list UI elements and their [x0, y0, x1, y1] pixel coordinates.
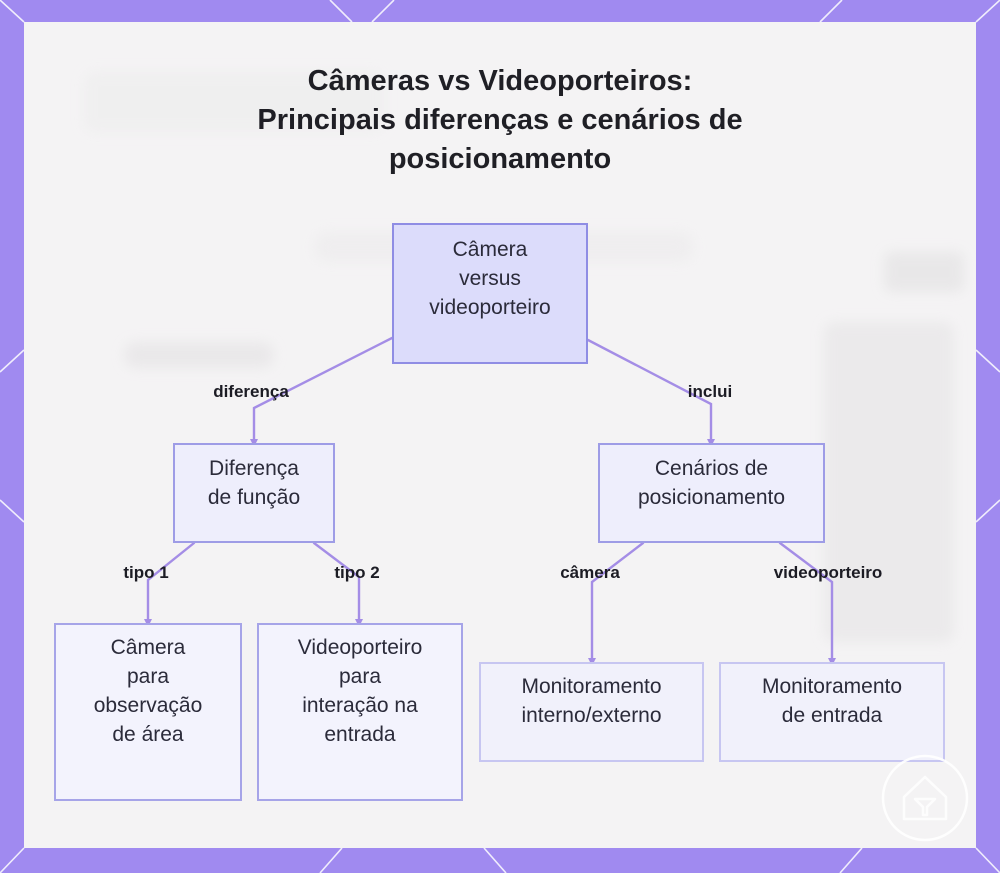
node-camera-para-observacao: Câmera para observação de área [54, 623, 242, 801]
node-line: interação na [302, 694, 418, 717]
edge-function-to-camera-observation [144, 541, 196, 627]
node-line: posicionamento [637, 486, 786, 509]
node-line: Câmera [452, 238, 528, 261]
title-line-3: posicionamento [388, 143, 612, 175]
edge-root-to-function-difference [250, 336, 394, 447]
node-line: videoporteiro [429, 296, 551, 319]
node-line: interno/externo [521, 704, 662, 727]
diagram-title: Câmeras vs Videoporteiros: Principais di… [150, 62, 850, 179]
node-line: Câmera [110, 636, 186, 659]
node-line: para [338, 665, 381, 688]
node-line: para [126, 665, 169, 688]
edge-label-inclui: inclui [687, 382, 733, 401]
edge-label-tipo-2: tipo 2 [334, 563, 380, 582]
node-camera-versus-videoporteiro: Câmera versus videoporteiro [392, 223, 588, 364]
node-line: entrada [324, 723, 396, 746]
node-monitoramento-de-entrada: Monitoramento de entrada [719, 662, 945, 762]
node-diferenca-de-funcao: Diferença de função [173, 443, 335, 543]
node-videoporteiro-para-interacao: Videoporteiro para interação na entrada [257, 623, 463, 801]
edge-scenarios-to-entrance [778, 541, 836, 666]
node-line: de área [112, 723, 184, 746]
node-monitoramento-interno-externo: Monitoramento interno/externo [479, 662, 704, 762]
node-cenarios-de-posicionamento: Cenários de posicionamento [598, 443, 825, 543]
edge-function-to-doorbell-interaction [312, 541, 363, 627]
node-line: Cenários de [654, 457, 769, 480]
edge-label-tipo-1: tipo 1 [123, 563, 169, 582]
edge-root-to-positioning-scenarios [586, 338, 715, 447]
node-line: Diferença [209, 457, 299, 480]
edge-label-camera: câmera [560, 563, 620, 582]
title-line-1: Câmeras vs Videoporteiros: [307, 65, 693, 97]
edge-label-diferenca: diferença [213, 382, 289, 401]
node-line: Monitoramento [521, 675, 662, 698]
edge-scenarios-to-internal-external [588, 541, 645, 666]
node-line: de entrada [781, 704, 883, 727]
node-line: de função [207, 486, 301, 509]
node-line: observação [93, 694, 203, 717]
edge-label-videoporteiro: videoporteiro [773, 563, 883, 582]
title-line-2: Principais diferenças e cenários de [257, 104, 743, 136]
node-line: Videoporteiro [297, 636, 423, 659]
node-line: Monitoramento [761, 675, 903, 698]
house-logo-icon [881, 754, 969, 842]
node-line: versus [459, 267, 521, 290]
